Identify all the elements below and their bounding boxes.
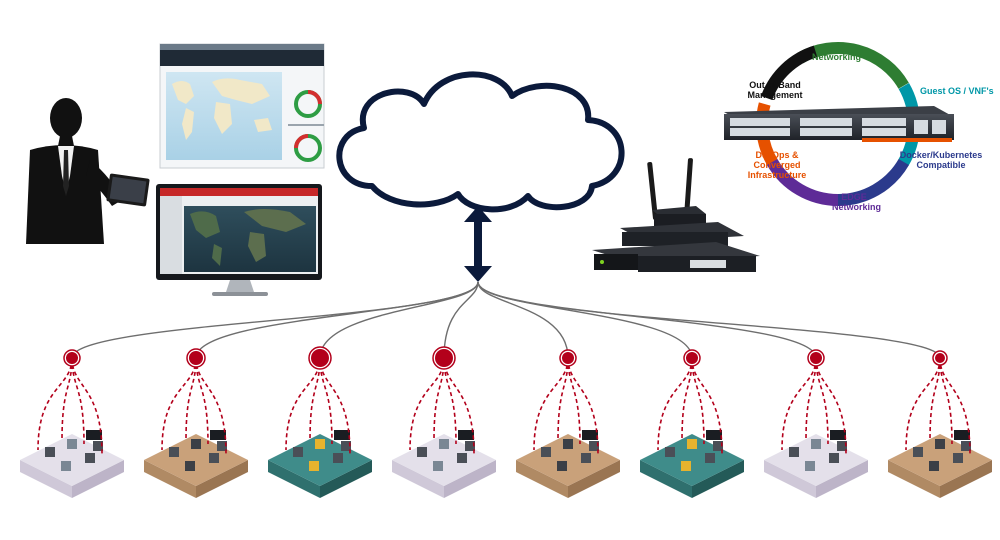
site-tile <box>640 430 744 498</box>
dashed-link <box>691 357 723 455</box>
dashed-link <box>409 357 445 451</box>
link-line <box>477 281 941 359</box>
link-line <box>477 281 569 359</box>
site-tile <box>20 430 124 498</box>
site-node <box>935 353 945 363</box>
site-node <box>686 352 698 364</box>
dashed-link <box>567 357 599 455</box>
link-line <box>477 281 817 359</box>
link-lines <box>71 281 941 359</box>
dashed-link <box>195 357 209 445</box>
dashed-link <box>939 357 953 445</box>
link-line <box>443 281 479 359</box>
monitor-map-dashboard-icon <box>156 184 322 296</box>
site-tile <box>764 430 868 498</box>
dashed-link <box>71 357 103 455</box>
site-node <box>66 352 78 364</box>
dashed-link <box>939 357 971 455</box>
person-with-tablet-icon <box>26 98 150 244</box>
link-line <box>319 281 479 359</box>
dashed-link <box>71 357 85 445</box>
dashed-link <box>433 357 445 441</box>
ring-label-oob: Out of Band Management <box>747 80 803 100</box>
dashed-link <box>309 357 321 441</box>
dashed-link <box>443 357 457 445</box>
site-node <box>562 352 574 364</box>
edge-router-icon <box>592 158 760 272</box>
dashed-link <box>905 357 941 451</box>
site-node <box>189 351 203 365</box>
dashed-link <box>567 357 581 445</box>
ring-label-guest-os: Guest OS / VNF's <box>920 86 994 96</box>
site-tile <box>144 430 248 498</box>
link-line <box>195 281 479 359</box>
dashed-link <box>37 357 73 451</box>
ring-label-devops: DevOps & Converged Infrastructure <box>747 150 807 180</box>
site-tile <box>888 430 992 498</box>
site-node <box>435 349 453 367</box>
dashed-link <box>533 357 569 451</box>
bidirectional-arrow-icon <box>464 206 492 282</box>
dashed-link <box>805 357 817 441</box>
dashed-link <box>185 357 197 441</box>
link-line <box>477 281 693 359</box>
dashed-link <box>781 357 817 451</box>
link-line <box>71 281 479 359</box>
site-tile <box>392 430 496 498</box>
dashed-link <box>815 357 847 455</box>
dashed-link <box>161 357 197 451</box>
site-node <box>810 352 822 364</box>
ring-label-docker: Docker/Kubernetes Compatible <box>899 150 983 170</box>
laptop-map-dashboard-icon <box>159 43 325 169</box>
ring-label-networking: Networking <box>812 52 862 62</box>
site-tile <box>516 430 620 498</box>
dashed-link <box>61 357 73 441</box>
dashed-link <box>691 357 705 445</box>
dashed-link <box>929 357 941 441</box>
site-tile <box>268 430 372 498</box>
site-node <box>311 349 329 367</box>
cloud-icon <box>336 71 625 213</box>
dashed-link <box>681 357 693 441</box>
dashed-link <box>319 357 333 445</box>
dashed-link <box>285 357 321 451</box>
dashed-link <box>557 357 569 441</box>
network-appliance-icon <box>724 41 954 206</box>
dashed-link <box>815 357 829 445</box>
ring-label-edge: EDGE Networking <box>832 192 882 212</box>
dashed-link <box>657 357 693 451</box>
